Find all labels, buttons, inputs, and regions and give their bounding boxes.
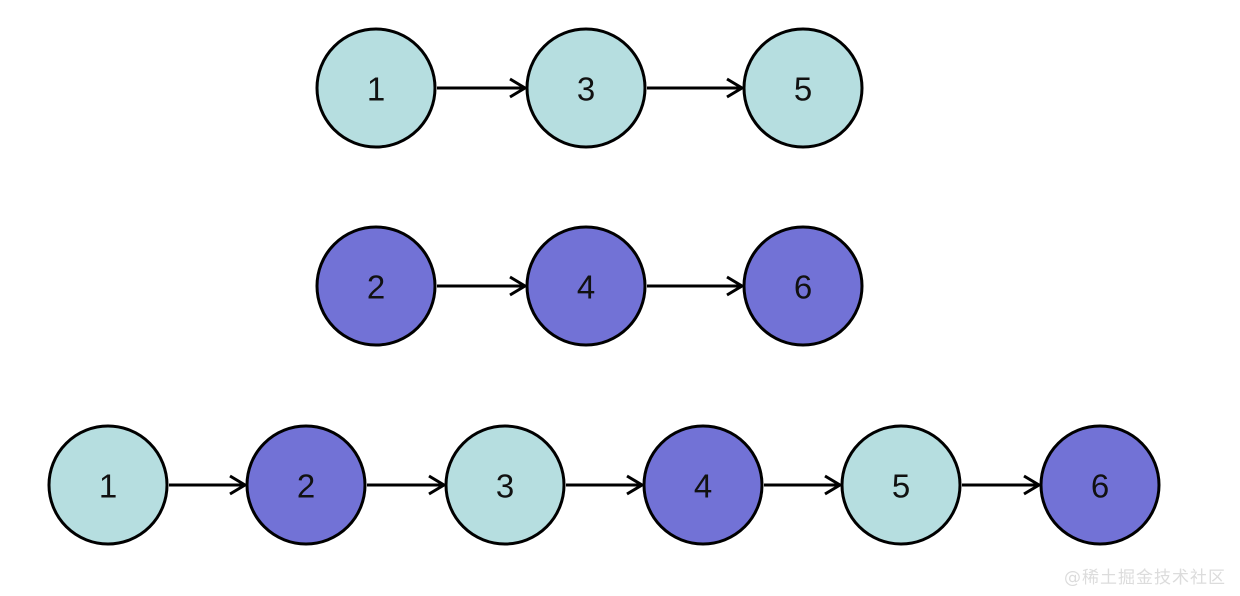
node-list-a-5[interactable]: 5	[742, 27, 864, 149]
node-circle[interactable]	[1039, 424, 1161, 546]
node-circle[interactable]	[47, 424, 169, 546]
arrowhead-icon	[626, 474, 645, 496]
edge-list-merged-1-to-2	[169, 474, 248, 496]
node-list-b-4[interactable]: 4	[525, 225, 647, 347]
edge-list-a-1-to-3	[437, 77, 528, 99]
node-label: 3	[577, 71, 595, 108]
node-label: 6	[1091, 468, 1109, 505]
edge-list-a-3-to-5	[647, 77, 745, 99]
edges-layer	[169, 77, 1042, 496]
arrowhead-icon	[1023, 474, 1042, 496]
edge-list-b-4-to-6	[647, 275, 745, 297]
node-circle[interactable]	[642, 424, 764, 546]
watermark-text: @稀土掘金技术社区	[1064, 568, 1226, 588]
nodes-layer: 1 3 5 2 4 6 1 2 3 4 5 6	[47, 27, 1161, 546]
node-circle[interactable]	[245, 424, 367, 546]
node-label: 6	[794, 269, 812, 306]
node-label: 1	[367, 71, 385, 108]
node-list-merged-2[interactable]: 2	[245, 424, 367, 546]
node-list-merged-1[interactable]: 1	[47, 424, 169, 546]
node-label: 2	[297, 468, 315, 505]
node-list-merged-3[interactable]: 3	[444, 424, 566, 546]
node-circle[interactable]	[444, 424, 566, 546]
edge-list-merged-4-to-5	[764, 474, 843, 496]
node-list-merged-5[interactable]: 5	[840, 424, 962, 546]
node-list-b-6[interactable]: 6	[742, 225, 864, 347]
node-circle[interactable]	[525, 27, 647, 149]
node-label: 4	[577, 269, 595, 306]
edge-list-merged-3-to-4	[566, 474, 645, 496]
node-list-a-1[interactable]: 1	[315, 27, 437, 149]
arrowhead-icon	[726, 275, 745, 297]
edge-list-merged-5-to-6	[962, 474, 1042, 496]
node-circle[interactable]	[315, 27, 437, 149]
node-circle[interactable]	[525, 225, 647, 347]
node-list-merged-6[interactable]: 6	[1039, 424, 1161, 546]
node-list-b-2[interactable]: 2	[315, 225, 437, 347]
edge-list-merged-2-to-3	[367, 474, 447, 496]
arrowhead-icon	[824, 474, 843, 496]
node-circle[interactable]	[742, 225, 864, 347]
node-label: 5	[794, 71, 812, 108]
node-label: 1	[99, 468, 117, 505]
node-circle[interactable]	[840, 424, 962, 546]
arrowhead-icon	[428, 474, 447, 496]
node-label: 4	[694, 468, 712, 505]
node-circle[interactable]	[315, 225, 437, 347]
node-label: 5	[892, 468, 910, 505]
arrowhead-icon	[726, 77, 745, 99]
node-list-a-3[interactable]: 3	[525, 27, 647, 149]
arrowhead-icon	[509, 275, 528, 297]
arrowhead-icon	[229, 474, 248, 496]
edge-list-b-2-to-4	[437, 275, 528, 297]
node-circle[interactable]	[742, 27, 864, 149]
node-label: 2	[367, 269, 385, 306]
node-list-merged-4[interactable]: 4	[642, 424, 764, 546]
arrowhead-icon	[509, 77, 528, 99]
node-label: 3	[496, 468, 514, 505]
